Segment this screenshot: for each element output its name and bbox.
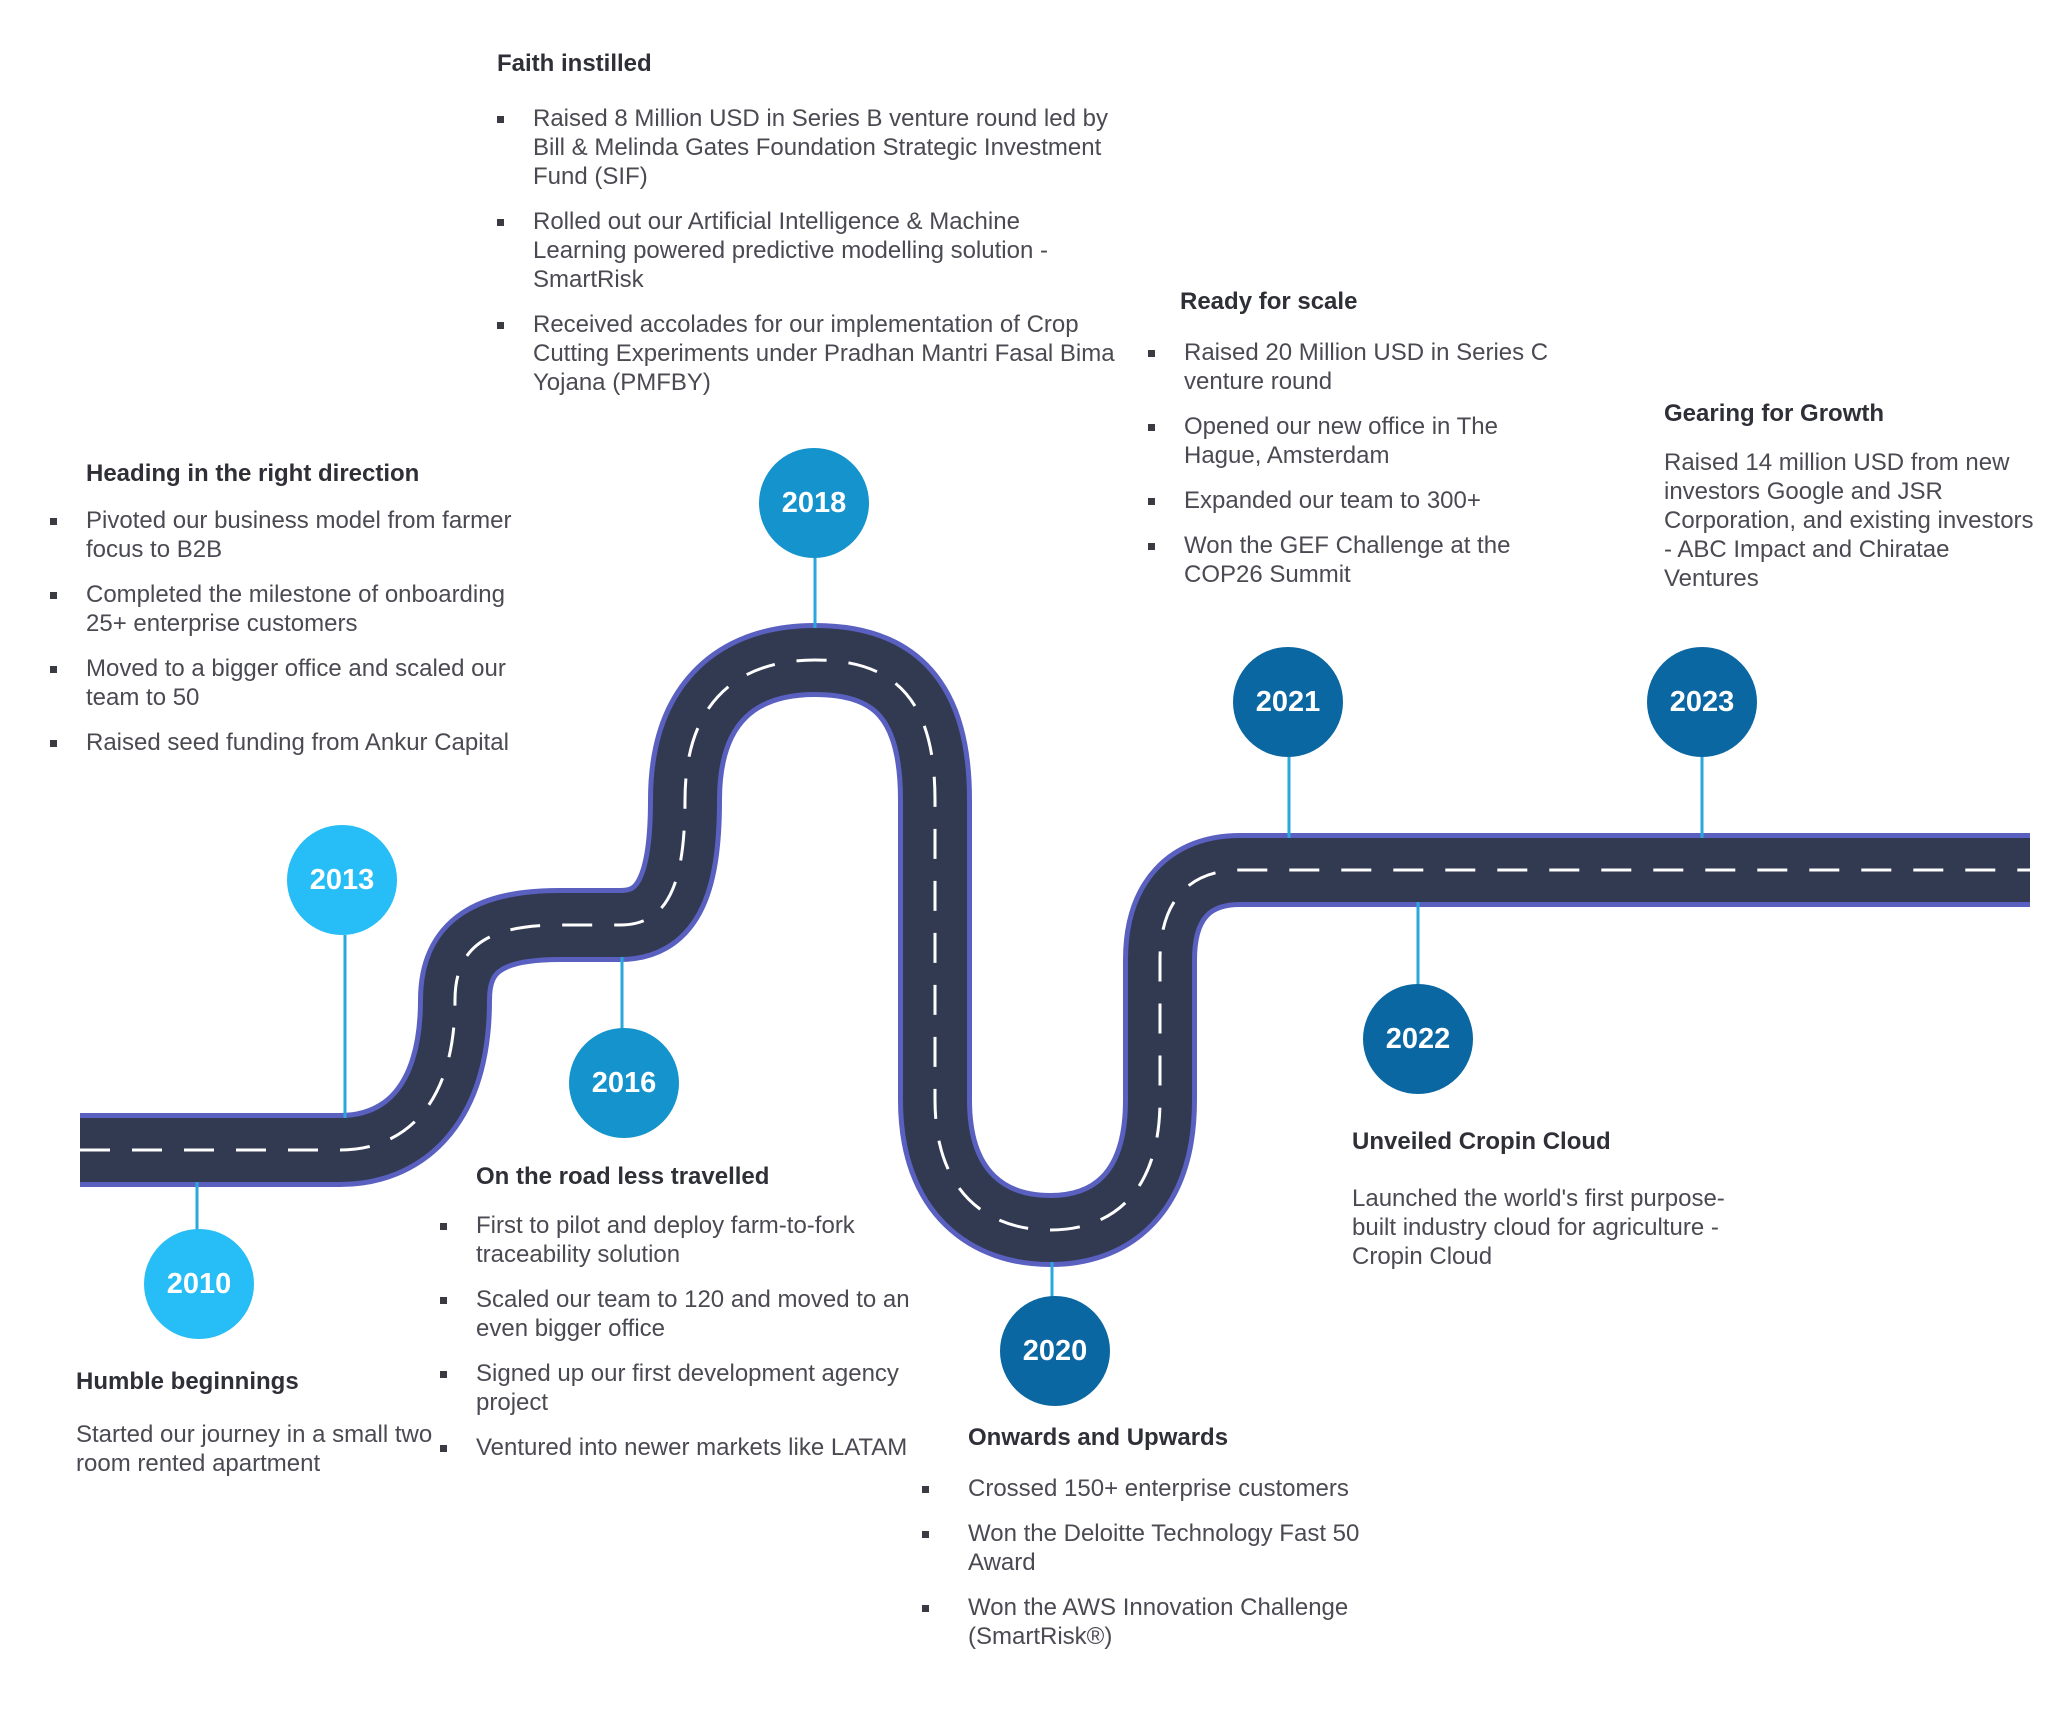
milestone-year: 2023 [1669, 685, 1735, 718]
bullet-item: Ventured into newer markets like LATAM [440, 1433, 940, 1462]
block-title: Heading in the right direction [86, 460, 420, 487]
milestone-2013: 2013 [287, 825, 397, 935]
bullet-item: Opened our new office in The Hague, Amst… [1148, 412, 1568, 470]
milestone-year: 2018 [781, 486, 847, 519]
bullet-item: Moved to a bigger office and scaled our … [50, 654, 550, 712]
bullet-item: Won the Deloitte Technology Fast 50 Awar… [922, 1519, 1402, 1577]
bullet-item: Signed up our first development agency p… [440, 1359, 940, 1417]
milestone-year: 2013 [309, 863, 375, 896]
milestone-connectors [195, 557, 1704, 1298]
bullet-item: Raised 8 Million USD in Series B venture… [497, 104, 1117, 191]
block-title: Unveiled Cropin Cloud [1352, 1128, 1611, 1155]
block-2022: Unveiled Cropin Cloud Launched the world… [1352, 1128, 1732, 1271]
bullet-item: Won the GEF Challenge at the COP26 Summi… [1148, 531, 1568, 589]
milestone-2020: 2020 [1000, 1296, 1110, 1406]
bullet-item: Expanded our team to 300+ [1148, 486, 1568, 515]
bullet-item: Scaled our team to 120 and moved to an e… [440, 1285, 940, 1343]
block-text: Launched the world's first purpose-built… [1352, 1185, 1725, 1270]
block-2020: Onwards and Upwards Crossed 150+ enterpr… [922, 1424, 1402, 1667]
block-title: Humble beginnings [76, 1368, 299, 1395]
block-text: Started our journey in a small two room … [76, 1421, 433, 1477]
road-lane-marking [80, 658, 2030, 1232]
bullet-item: Rolled out our Artificial Intelligence &… [497, 207, 1117, 294]
milestone-2021: 2021 [1233, 647, 1343, 757]
block-2018: Faith instilled Raised 8 Million USD in … [497, 50, 1117, 413]
bullet-list: First to pilot and deploy farm-to-fork t… [440, 1211, 940, 1462]
milestone-year: 2021 [1255, 685, 1321, 718]
milestone-2018: 2018 [759, 448, 869, 558]
bullet-item: First to pilot and deploy farm-to-fork t… [440, 1211, 940, 1269]
bullet-item: Received accolades for our implementatio… [497, 310, 1117, 397]
bullet-list: Raised 8 Million USD in Series B venture… [497, 104, 1117, 397]
block-2013: Heading in the right direction Pivoted o… [50, 460, 550, 773]
milestone-2010: 2010 [144, 1229, 254, 1339]
block-title: Ready for scale [1180, 288, 1358, 315]
block-text: Raised 14 million USD from new investors… [1664, 449, 2034, 592]
bullet-item: Pivoted our business model from farmer f… [50, 506, 550, 564]
bullet-item: Completed the milestone of onboarding 25… [50, 580, 550, 638]
bullet-list: Pivoted our business model from farmer f… [50, 506, 550, 757]
bullet-list: Raised 20 Million USD in Series C ventur… [1148, 338, 1568, 589]
bullet-list: Crossed 150+ enterprise customers Won th… [922, 1474, 1402, 1651]
block-title: Gearing for Growth [1664, 400, 1885, 427]
milestone-year: 2010 [166, 1267, 232, 1300]
block-title: Faith instilled [497, 50, 652, 77]
milestone-year: 2016 [591, 1066, 657, 1099]
block-2021: Ready for scale Raised 20 Million USD in… [1148, 288, 1568, 605]
milestone-2022: 2022 [1363, 984, 1473, 1094]
block-2010: Humble beginnings Started our journey in… [76, 1368, 436, 1478]
bullet-item: Crossed 150+ enterprise customers [922, 1474, 1402, 1503]
bullet-item: Raised 20 Million USD in Series C ventur… [1148, 338, 1568, 396]
block-2023: Gearing for Growth Raised 14 million USD… [1664, 400, 2042, 593]
milestone-year: 2020 [1022, 1334, 1088, 1367]
milestone-year: 2022 [1385, 1022, 1451, 1055]
bullet-item: Won the AWS Innovation Challenge (SmartR… [922, 1593, 1402, 1651]
block-2016: On the road less travelled First to pilo… [440, 1163, 940, 1478]
block-title: Onwards and Upwards [968, 1424, 1229, 1451]
milestone-2016: 2016 [569, 1028, 679, 1138]
milestone-2023: 2023 [1647, 647, 1757, 757]
bullet-item: Raised seed funding from Ankur Capital [50, 728, 550, 757]
block-title: On the road less travelled [476, 1163, 770, 1190]
